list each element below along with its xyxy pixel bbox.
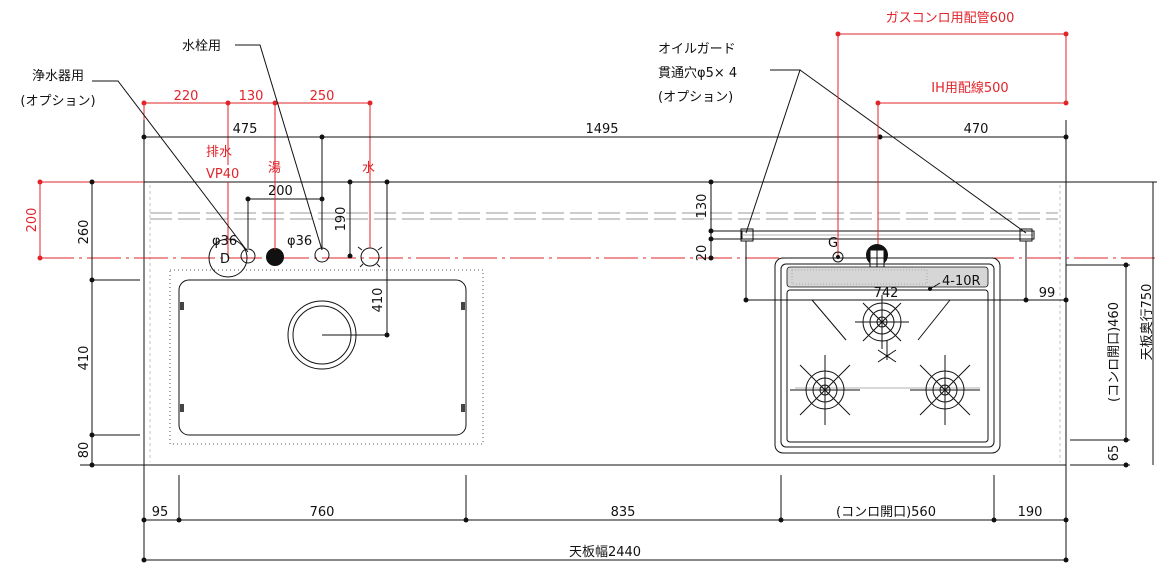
burner-back bbox=[855, 295, 909, 349]
bottom-dim-190: 190 bbox=[1018, 505, 1043, 520]
stove-outer bbox=[774, 257, 1001, 454]
top-red-dim-220: 220 bbox=[174, 89, 199, 104]
gas-mark: G bbox=[828, 236, 838, 251]
top-dim-1495: 1495 bbox=[585, 122, 618, 137]
left-dim-80: 80 bbox=[77, 442, 92, 459]
callout-ih-wiring: IH用配線500 bbox=[931, 80, 1008, 96]
leader-faucet bbox=[235, 44, 323, 251]
label-dim-200-sink: 200 bbox=[268, 184, 293, 199]
sink-dotted-outline bbox=[169, 269, 484, 445]
stove-grate-area bbox=[786, 289, 989, 443]
top-depth-label: 天板奥行750 bbox=[1140, 284, 1155, 361]
callout-oil-guard-3: (オプション) bbox=[658, 90, 733, 105]
gas-connection bbox=[832, 251, 844, 263]
top-red-dim-250: 250 bbox=[310, 89, 335, 104]
sink-clip bbox=[180, 302, 184, 310]
dim-742-label: 742 bbox=[874, 286, 899, 301]
dim-65-label: 65 bbox=[1107, 445, 1122, 462]
label-hole-left: φ36 bbox=[212, 234, 237, 249]
top-red-dim-130: 130 bbox=[239, 89, 264, 104]
total-width-label: 天板幅2440 bbox=[569, 545, 641, 560]
hole-left bbox=[240, 248, 256, 264]
label-drain-pipe: VP40 bbox=[206, 167, 239, 182]
callout-oil-guard-2: 貫通穴φ5× 4 bbox=[658, 66, 737, 81]
gas-pipe-line bbox=[837, 33, 1067, 255]
stove-opening-depth-label: (コンロ開口)460 bbox=[1107, 302, 1122, 402]
bottom-dim-760: 760 bbox=[310, 505, 335, 520]
dim-20-label: 20 bbox=[695, 245, 710, 262]
callout-oil-guard-1: オイルガード bbox=[658, 42, 736, 57]
dim-130-label: 130 bbox=[695, 194, 710, 219]
sink-clip bbox=[180, 404, 184, 412]
top-dim-470: 470 bbox=[964, 122, 989, 137]
label-hot-water: 湯 bbox=[268, 161, 281, 176]
callout-faucet: 水栓用 bbox=[182, 39, 221, 54]
label-dim-410-sink: 410 bbox=[371, 288, 386, 313]
stove-top-panel bbox=[786, 266, 989, 288]
left-dim-200: 200 bbox=[25, 208, 40, 233]
callout-water-purifier-1: 浄水器用 bbox=[32, 69, 84, 84]
dim-99-label: 99 bbox=[1039, 286, 1056, 301]
leader-water-purifier bbox=[92, 80, 249, 253]
faucet-hole bbox=[314, 247, 330, 263]
hot-water-hole bbox=[266, 248, 284, 266]
left-dim-260: 260 bbox=[77, 220, 92, 245]
leader-oil-guard-left bbox=[745, 69, 801, 234]
sink-clip bbox=[461, 302, 465, 310]
label-d-mark: D bbox=[220, 252, 230, 267]
burner-front-right bbox=[910, 355, 980, 425]
bottom-dim-stove-opening: (コンロ開口)560 bbox=[836, 505, 936, 520]
dim-dot bbox=[384, 179, 390, 185]
sink-clip bbox=[461, 404, 465, 412]
left-dim-410: 410 bbox=[77, 346, 92, 371]
dim-dot bbox=[384, 332, 390, 338]
bottom-dim-835: 835 bbox=[611, 505, 636, 520]
cold-water-hole bbox=[360, 247, 380, 267]
label-cold-water: 水 bbox=[362, 161, 375, 176]
bottom-dim-95: 95 bbox=[152, 505, 169, 520]
label-dim-190: 190 bbox=[334, 207, 349, 232]
callout-water-purifier-2: (オプション) bbox=[20, 94, 95, 109]
burner-front-left bbox=[790, 355, 860, 425]
label-drain: 排水 bbox=[206, 145, 232, 160]
sink-bowl bbox=[178, 279, 467, 436]
label-hole-right: φ36 bbox=[287, 234, 312, 249]
countertop-outline bbox=[143, 181, 1067, 466]
corner-radius-label: 4-10R bbox=[942, 274, 981, 289]
stove-inner bbox=[780, 263, 995, 448]
top-dim-475: 475 bbox=[233, 122, 258, 137]
callout-gas-pipe: ガスコンロ用配管600 bbox=[886, 11, 1015, 26]
